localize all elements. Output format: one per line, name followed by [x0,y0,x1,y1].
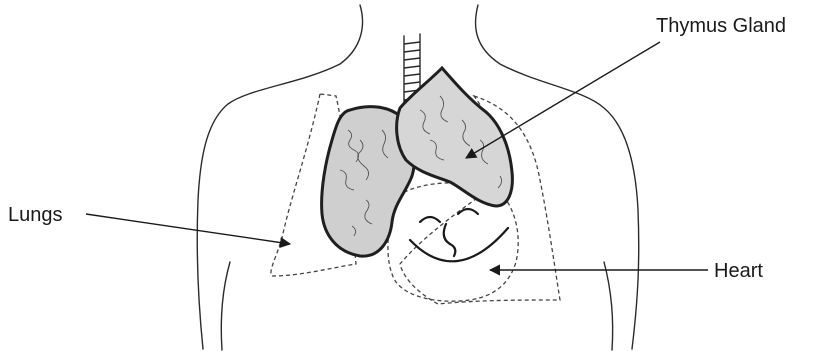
heart-label: Heart [714,260,763,282]
thymus-leader-line [466,42,660,158]
body-outline [197,5,639,350]
nose-icon [444,224,456,256]
right-armpit-line [604,262,613,350]
left-eye-icon [420,217,440,222]
right-eye-icon [458,209,478,214]
thymus-right-lobe [397,68,513,206]
left-armpit-line [221,262,230,350]
lungs-label: Lungs [8,204,63,226]
thymus-label: Thymus Gland [656,15,786,37]
lungs-leader-line [86,214,290,244]
thymus-gland [322,68,513,256]
heart-face [410,209,508,261]
smile-icon [410,228,508,261]
